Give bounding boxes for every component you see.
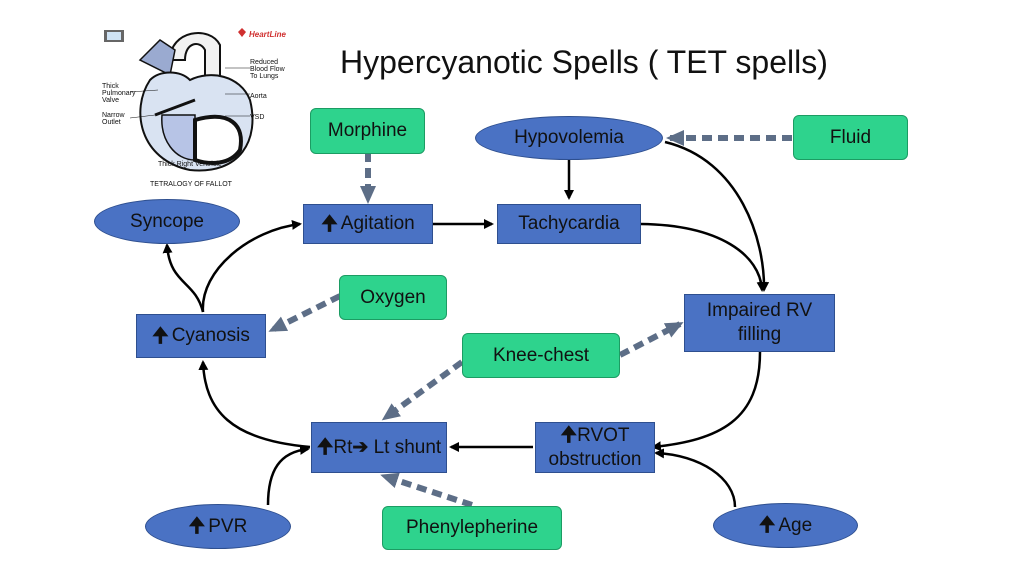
arrow-cyanosis-to-agitation [201,219,302,313]
figure-label-thick-right-ventricle: Thick Right Ventricle [158,161,222,168]
arrow-hypovolemia-to-impaired-rv [664,140,770,292]
pulmonary-artery-shape [138,39,176,77]
node-label: Impaired RV filling [706,300,813,345]
increase-arrow-icon: 🠉 [758,514,776,536]
node-label: Hypovolemia [514,127,624,149]
node-label: RVOT [577,425,630,447]
arrow-age-to-rvot [654,448,737,508]
node-label: Knee-chest [492,344,590,366]
node-label-line-2: obstruction [548,449,642,471]
node-syncope[interactable]: Syncope [94,199,240,244]
node-label-line-1: 🠉Rt➔ Lt shunt [317,435,441,460]
figure-label-aorta: Aorta [250,93,267,100]
increase-arrow-icon: 🠉 [152,324,169,347]
node-label: Rt [333,437,353,458]
arrow-shunt-to-cyanosis [198,360,311,449]
node-cyanosis[interactable]: 🠉 Cyanosis [136,314,266,358]
dashed-arrow-knee-chest-to-rv [618,321,684,358]
node-tachycardia[interactable]: Tachycardia [497,204,641,244]
arrow-cyanosis-to-syncope [162,243,205,313]
heartline-logo: HeartLine [238,28,286,39]
node-rt-lt-shunt[interactable]: 🠉Rt➔ Lt shunt [311,422,447,473]
figure-leader-lines [129,67,250,119]
dashed-arrow-oxygen [268,293,342,333]
node-label: Fluid [829,126,872,148]
node-hypovolemia[interactable]: Hypovolemia [475,116,663,160]
node-oxygen[interactable]: Oxygen [339,275,447,320]
increase-arrow-icon: 🠉 [321,212,338,235]
node-label: Phenylepherine [405,517,539,539]
arrow-impaired-rv-to-rvot [651,351,762,452]
left-ventricle-shape [193,114,243,165]
figure-caption: TETRALOGY OF FALLOT [150,181,233,188]
increase-arrow-icon: 🠉 [560,424,578,447]
svg-text:HeartLine: HeartLine [249,30,286,39]
figure-label-vsd: VSD [250,114,264,121]
narrow-outlet-mark [154,98,196,117]
node-pvr[interactable]: 🠉 PVR [145,504,291,549]
node-label: Oxygen [360,286,426,308]
right-arrow-icon: ➔ [352,437,369,458]
node-label: Tachycardia [518,213,620,235]
node-label: PVR [208,515,248,537]
node-label: Syncope [130,210,204,232]
dashed-arrow-phenylepherine [380,472,473,508]
node-label: Morphine [327,120,408,142]
arrow-pvr-to-shunt [266,444,310,506]
node-label: Lt shunt [368,437,442,458]
node-fluid[interactable]: Fluid [793,115,908,160]
arrow-tachycardia-to-impaired-rv [640,222,767,292]
increase-arrow-icon: 🠉 [316,436,334,458]
increase-arrow-icon: 🠉 [188,515,206,537]
node-rvot-obstruction[interactable]: 🠉RVOT obstruction [535,422,655,473]
node-morphine[interactable]: Morphine [310,108,425,154]
node-phenylepherine[interactable]: Phenylepherine [382,506,562,550]
node-label: Agitation [340,213,415,235]
node-agitation[interactable]: 🠉 Agitation [303,204,433,244]
node-label-line-1: 🠉RVOT [561,423,630,448]
node-impaired-rv-filling[interactable]: Impaired RV filling [684,294,835,352]
node-label: Cyanosis [171,325,250,347]
page-title: Hypercyanotic Spells ( TET spells) [340,44,828,80]
node-age[interactable]: 🠉 Age [713,503,858,548]
dashed-arrow-knee-chest-to-shunt [381,359,464,421]
slide-icon-screen [107,32,121,40]
node-knee-chest[interactable]: Knee-chest [462,333,620,378]
node-label: Age [778,514,813,536]
